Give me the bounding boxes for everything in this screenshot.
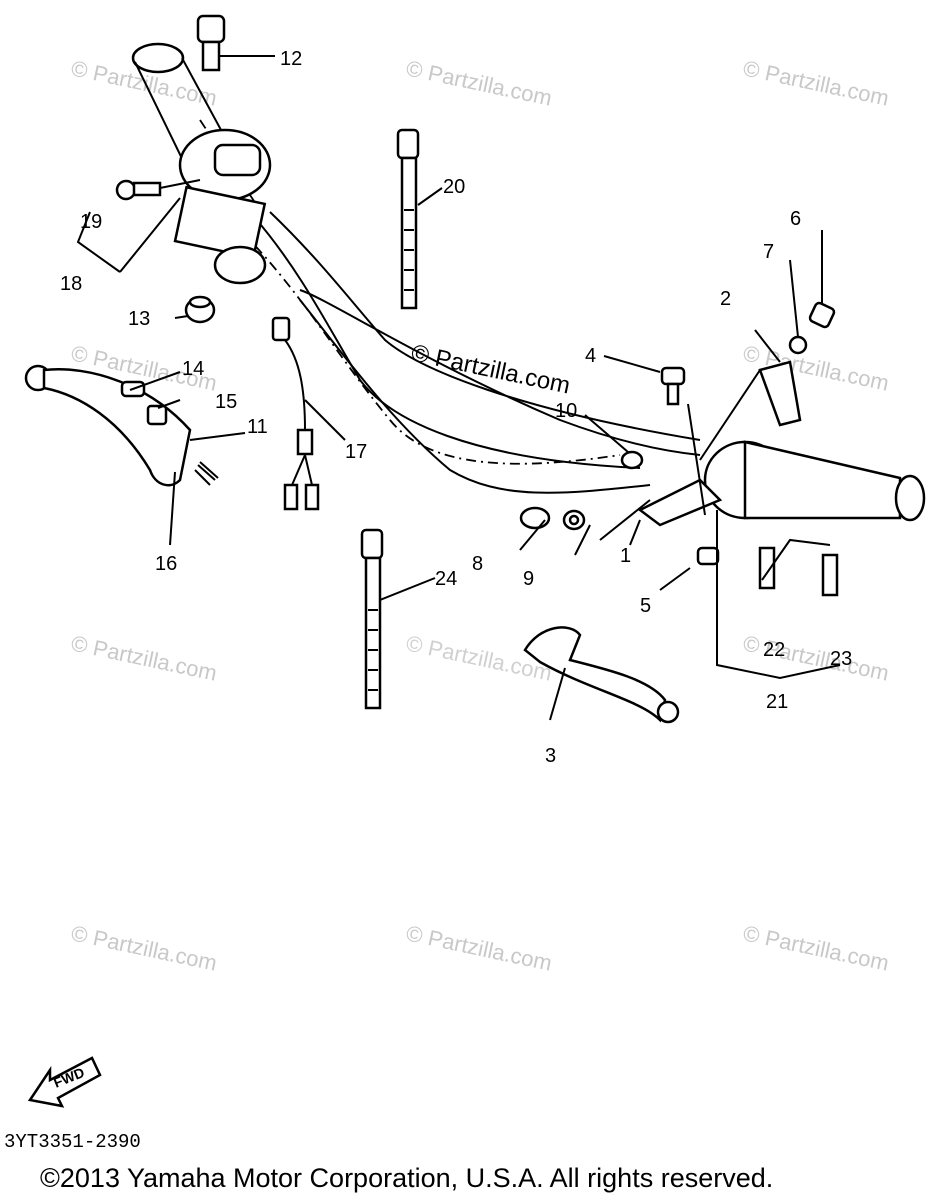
callout-21: 21	[766, 691, 788, 713]
callout-6: 6	[790, 208, 801, 230]
screw-19	[115, 179, 201, 201]
lever-holder-11	[24, 364, 192, 487]
callout-22: 22	[763, 639, 785, 661]
callout-10: 10	[555, 400, 577, 422]
callout-11: 11	[247, 416, 268, 438]
washer-7	[788, 335, 808, 355]
callout-15: 15	[215, 391, 237, 413]
nut-10	[620, 450, 644, 470]
watermark: © Partzilla.com	[741, 55, 891, 110]
diagram-code: 3YT3351-2390	[4, 1131, 141, 1153]
callout-3: 3	[545, 745, 556, 767]
copyright-notice: ©2013 Yamaha Motor Corporation, U.S.A. A…	[40, 1163, 773, 1193]
callout-5: 5	[640, 595, 651, 617]
watermark: © Partzilla.com	[741, 920, 891, 975]
callout-8: 8	[472, 553, 483, 575]
callout-16: 16	[155, 553, 177, 575]
watermark: © Partzilla.com	[69, 630, 219, 685]
watermark: © Partzilla.com	[404, 920, 554, 975]
nut-5	[696, 546, 720, 566]
cable-tie-20	[396, 128, 420, 310]
callout-18: 18	[60, 273, 82, 295]
bolt-12	[196, 14, 275, 72]
cable-tie-24	[360, 528, 384, 710]
callout-20: 20	[443, 176, 465, 198]
callout-1: 1	[620, 545, 631, 567]
holder-2	[758, 360, 802, 427]
grommet-13	[184, 295, 216, 324]
callout-layer: 1 2 3 4 5 6 7 8 9 10 11 12 13 14 15 16 1…	[60, 48, 852, 767]
callout-17: 17	[345, 441, 367, 463]
adjuster-8	[519, 506, 551, 530]
washer-9	[562, 509, 586, 531]
callout-13: 13	[128, 308, 150, 330]
watermark: © Partzilla.com	[69, 920, 219, 975]
callout-9: 9	[523, 568, 534, 590]
callout-7: 7	[763, 241, 774, 263]
callout-19: 19	[80, 211, 102, 233]
callout-23: 23	[830, 648, 852, 670]
screw-16	[194, 461, 219, 486]
callout-14: 14	[182, 358, 204, 380]
callout-4: 4	[585, 345, 596, 367]
callout-2: 2	[720, 288, 731, 310]
left-grip-assembly	[131, 42, 272, 285]
right-throttle-assembly	[637, 440, 926, 527]
screws-22-23	[758, 546, 839, 597]
watermark: © Partzilla.com	[404, 630, 554, 685]
wire-lead-17	[271, 316, 320, 511]
fwd-arrow-icon: FWD	[27, 1056, 102, 1108]
leader-lines	[76, 187, 841, 721]
lever-3	[523, 626, 680, 724]
watermark: © Partzilla.com	[404, 55, 554, 110]
callout-24: 24	[435, 568, 457, 590]
bolt-4	[660, 366, 686, 406]
callout-12: 12	[280, 48, 302, 70]
bolt-6	[808, 301, 836, 329]
